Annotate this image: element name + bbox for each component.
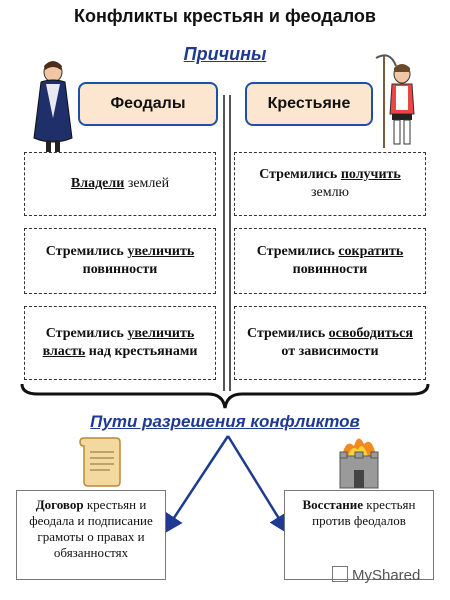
divider-line — [223, 95, 225, 391]
cell-feudals-3: Стремились увеличить власть над крестьян… — [24, 306, 216, 380]
arrows — [163, 435, 289, 535]
header-feudals: Феодалы — [78, 82, 218, 126]
page-title: Конфликты крестьян и феодалов — [74, 6, 376, 26]
cell-feudals-1: Владели землей — [24, 152, 216, 216]
header-peasants: Крестьяне — [245, 82, 373, 126]
feudal-figure-icon — [33, 61, 73, 152]
divider-line — [229, 95, 231, 391]
result-agreement: Договор крестьян и феодала и подписание … — [16, 490, 166, 580]
watermark: MyShared — [332, 566, 420, 584]
scroll-icon — [79, 437, 121, 487]
peasant-figure-icon — [375, 54, 415, 148]
brace-shape — [20, 383, 430, 409]
section-paths-title: Пути разрешения конфликтов — [90, 412, 360, 431]
logo-icon — [332, 566, 348, 582]
cell-feudals-2: Стремились увеличить повинности — [24, 228, 216, 294]
burning-castle-icon — [339, 438, 379, 489]
cell-peasants-2: Стремились сократить повинности — [234, 228, 426, 294]
cell-peasants-1: Стремились получить землю — [234, 152, 426, 216]
result-uprising: Восстание крестьян против феодалов — [284, 490, 434, 580]
cell-peasants-3: Стремились освободиться от зависимости — [234, 306, 426, 380]
section-reasons-title: Причины — [183, 44, 267, 64]
